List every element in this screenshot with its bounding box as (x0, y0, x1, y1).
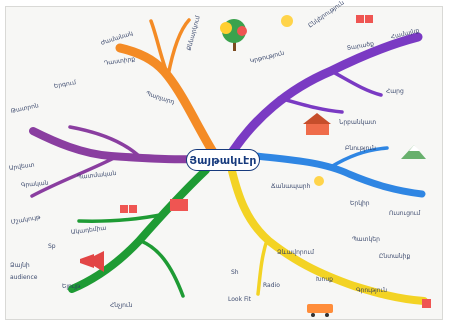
label-right-2: Հարց (386, 88, 404, 95)
branch-yellow-sub-1 (256, 238, 269, 296)
tree-icon (220, 19, 247, 51)
label-right-7: Պատկեր (352, 236, 380, 243)
red-box-icon (120, 15, 431, 308)
branch-yellow (228, 167, 428, 305)
branch-green-sub-2 (77, 212, 167, 223)
loudspeaker-icon (80, 251, 104, 272)
label-right-6: Ուսուցում (389, 210, 421, 217)
label-bottom-mid-1: Sh (231, 269, 239, 276)
branch-green (68, 166, 210, 293)
branch-purple-left (29, 127, 199, 164)
branch-blue (252, 152, 426, 198)
label-right-3: Բնություն (345, 145, 376, 152)
house-icon (303, 113, 331, 135)
label-bottom-right-2: Խոսք (316, 276, 333, 283)
branch-blue-sub-1 (327, 146, 389, 170)
label-bottom-left-3: audience (10, 274, 38, 281)
label-bottom-mid-2: Radio (263, 282, 280, 289)
branch-purple-sub-1 (277, 96, 344, 114)
branch-orange-sub-1 (166, 18, 191, 78)
label-bottom-right-1: Ձևավորում (277, 249, 314, 256)
label-bottom-left-2: Ձայնի (10, 262, 30, 269)
label-bottom-left-5: Հնչյուն (110, 302, 133, 309)
label-bottom-left-1: Sp (48, 243, 56, 250)
label-right-4: Ճանապարհ (271, 183, 311, 190)
label-right-1: Նրբանկատ (339, 119, 377, 126)
branch-purple-left-sub-2 (68, 125, 142, 159)
label-bottom-right-3: Գրություն (356, 287, 388, 294)
mountain-icon (401, 145, 426, 159)
center-title: Յայթակւէր (189, 153, 257, 167)
label-bottom-left-4: Ելույթ (62, 283, 81, 290)
bus-icon (307, 304, 333, 317)
label-right-5: Երկիր (350, 200, 370, 207)
branch-green-sub-1 (139, 239, 185, 298)
label-bottom-mid-3: Look Fit (228, 296, 251, 303)
branch-orange-sub-2 (149, 19, 170, 78)
branch-purple-left-sub-1 (30, 154, 120, 198)
label-right-8: Ընտանիք (379, 253, 411, 260)
center-node: Յայթակւէր (186, 149, 260, 171)
branch-purple-sub-2 (329, 69, 383, 97)
sun-icon (281, 15, 324, 186)
